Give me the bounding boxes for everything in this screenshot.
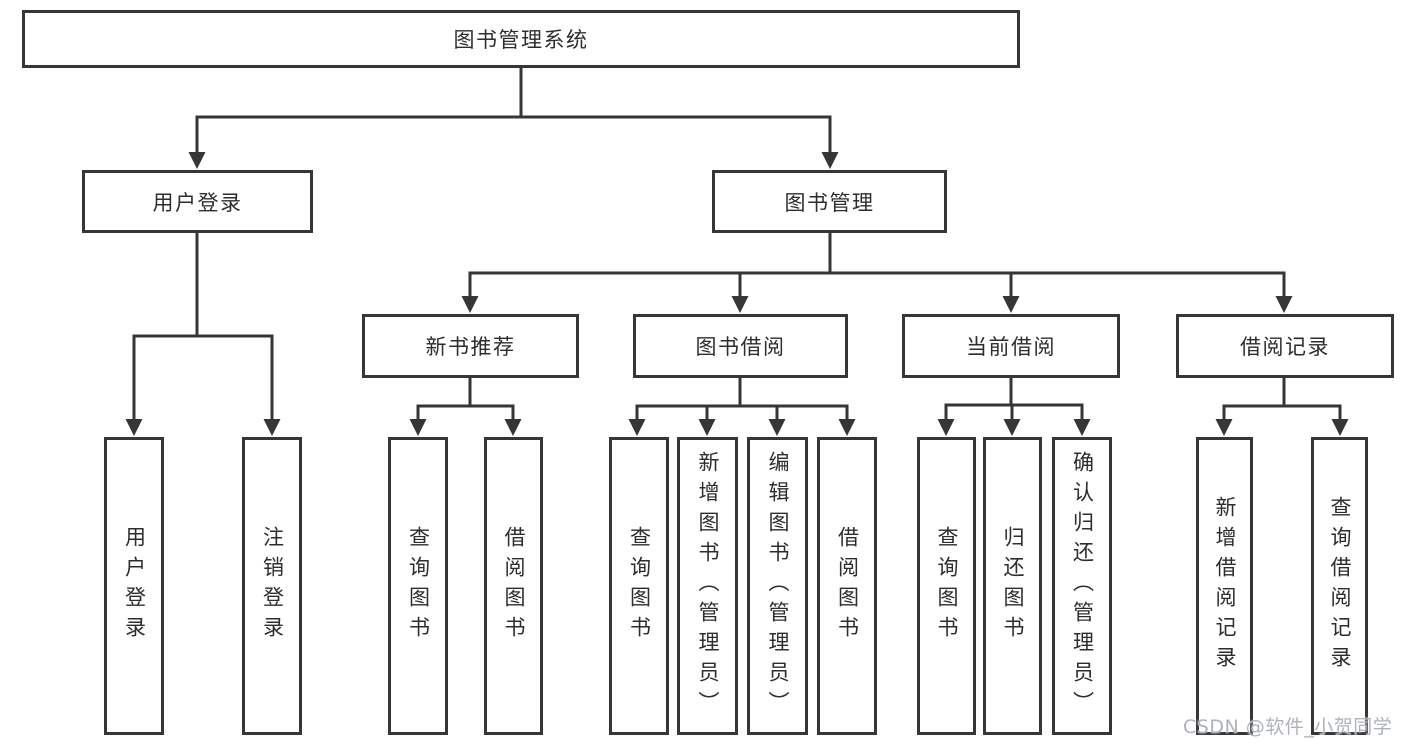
arrow-leaf-rec-add (1215, 419, 1233, 436)
connector-arrowheads (125, 152, 1349, 436)
leaf-records-add-label: 新增借阅记录 (1213, 496, 1237, 676)
connector-book-borrow-split (635, 378, 849, 422)
arrow-leaf-rec-query (1331, 419, 1349, 436)
node-new-book-recommend-label: 新书推荐 (425, 335, 516, 359)
arrow-borrow-records (1275, 296, 1293, 313)
leaf-borrowing-query-label: 查询图书 (627, 526, 652, 646)
leaf-logout: 注销登录 (242, 437, 302, 735)
leaf-borrowing-borrow-book: 借阅图书 (817, 437, 877, 735)
leaf-borrowing-query: 查询图书 (609, 437, 669, 735)
connector-lines (132, 68, 1342, 422)
arrow-leaf-nb-query (409, 419, 427, 436)
arrow-leaf-cb-query (937, 419, 955, 436)
arrow-user-login (188, 152, 206, 169)
node-user-login-label: 用户登录 (152, 190, 243, 215)
connector-current-borrow-split (944, 378, 1084, 422)
leaf-borrowing-edit-book-label: 编辑图书（管理员） (766, 451, 790, 721)
leaf-current-query: 查询图书 (917, 437, 976, 735)
node-root: 图书管理系统 (22, 10, 1020, 68)
arrow-leaf-bb-add (698, 419, 716, 436)
node-user-login: 用户登录 (82, 170, 313, 233)
connector-borrow-records-split (1222, 378, 1342, 422)
arrow-leaf-cb-confirm (1073, 419, 1091, 436)
leaf-borrowing-add-book: 新增图书（管理员） (677, 437, 738, 735)
leaf-new-books-borrow-label: 借阅图书 (502, 526, 526, 646)
node-book-borrowing: 图书借阅 (633, 314, 848, 378)
arrow-leaf-bb-edit (768, 419, 786, 436)
watermark-text: CSDN @软件_小贺同学 (1183, 716, 1393, 738)
connector-user-login-split (132, 233, 274, 422)
leaf-records-query: 查询借阅记录 (1311, 437, 1368, 735)
leaf-user-login: 用户登录 (104, 437, 164, 735)
leaf-new-books-query: 查询图书 (388, 437, 448, 735)
arrow-leaf-bb-query (628, 419, 646, 436)
arrow-current-borrow (1002, 296, 1020, 313)
leaf-current-query-label: 查询图书 (935, 526, 959, 646)
leaf-records-add: 新增借阅记录 (1196, 437, 1253, 735)
node-root-label: 图书管理系统 (453, 28, 589, 52)
arrow-leaf-logout (263, 419, 281, 436)
leaf-logout-label: 注销登录 (260, 526, 285, 646)
arrow-book-borrow (731, 296, 749, 313)
node-current-borrowing-label: 当前借阅 (966, 335, 1056, 359)
arrow-leaf-nb-borrow (504, 419, 522, 436)
node-book-borrowing-label: 图书借阅 (695, 335, 786, 359)
leaf-current-confirm-return-label: 确认归还（管理员） (1070, 451, 1095, 721)
leaf-current-confirm-return: 确认归还（管理员） (1052, 437, 1112, 735)
leaf-records-query-label: 查询借阅记录 (1328, 496, 1352, 676)
arrow-leaf-user-login (125, 419, 143, 436)
arrow-new-books (461, 296, 479, 313)
connector-new-books-split (416, 378, 515, 422)
node-book-management: 图书管理 (712, 170, 947, 233)
leaf-borrowing-borrow-book-label: 借阅图书 (835, 526, 860, 646)
leaf-current-return-label: 归还图书 (1001, 526, 1025, 646)
leaf-user-login-label: 用户登录 (122, 526, 147, 646)
leaf-borrowing-add-book-label: 新增图书（管理员） (696, 451, 720, 721)
arrow-leaf-cb-return (1003, 419, 1021, 436)
leaf-new-books-query-label: 查询图书 (406, 526, 431, 646)
arrow-book-mgmt (821, 152, 839, 169)
leaf-new-books-borrow: 借阅图书 (484, 437, 543, 735)
node-current-borrowing: 当前借阅 (902, 314, 1120, 378)
arrow-leaf-bb-borrow (838, 419, 856, 436)
leaf-current-return: 归还图书 (983, 437, 1042, 735)
connector-book-mgmt-split (468, 233, 1286, 299)
node-borrowing-records-label: 借阅记录 (1240, 335, 1330, 359)
node-book-management-label: 图书管理 (784, 190, 875, 215)
leaf-borrowing-edit-book: 编辑图书（管理员） (747, 437, 808, 735)
connector-root-to-level2 (195, 68, 832, 155)
node-borrowing-records: 借阅记录 (1176, 314, 1394, 378)
node-new-book-recommend: 新书推荐 (362, 314, 579, 378)
